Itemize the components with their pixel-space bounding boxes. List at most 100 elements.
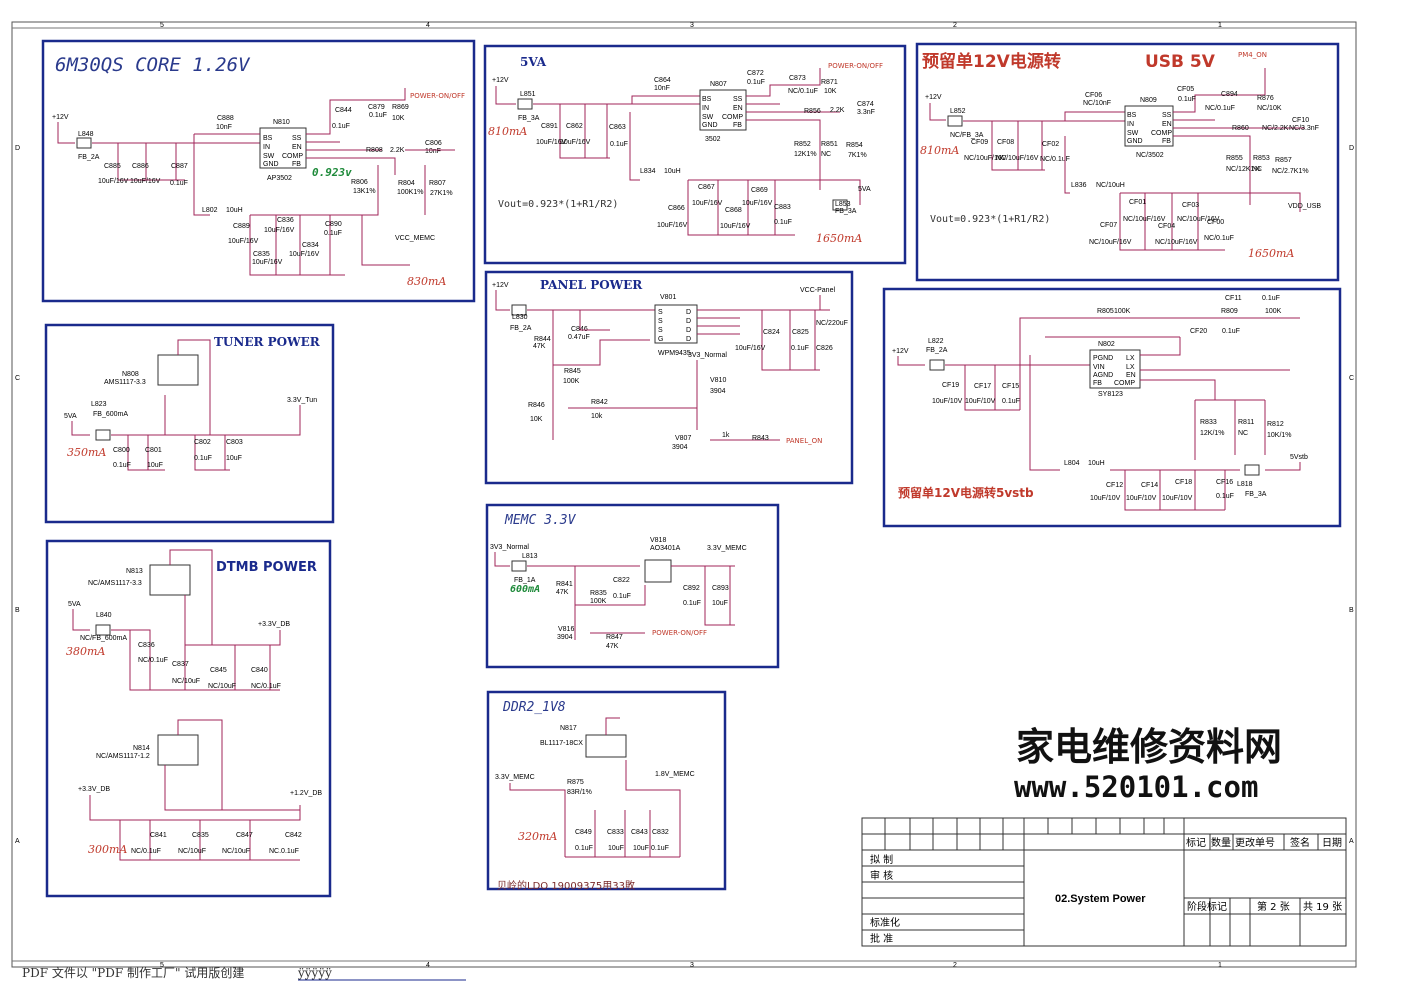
svg-text:C842: C842 bbox=[285, 832, 302, 839]
svg-text:R875: R875 bbox=[567, 779, 584, 786]
svg-text:C840: C840 bbox=[251, 667, 268, 674]
svg-text:C835: C835 bbox=[253, 251, 270, 258]
svg-text:1650mA: 1650mA bbox=[816, 232, 862, 245]
svg-text:R835: R835 bbox=[590, 590, 607, 597]
svg-text:10uF/16V: 10uF/16V bbox=[130, 178, 161, 185]
svg-text:10uH: 10uH bbox=[226, 207, 243, 214]
svg-text:S: S bbox=[658, 327, 663, 334]
svg-text:BS: BS bbox=[702, 96, 712, 103]
svg-text:13K1%: 13K1% bbox=[353, 188, 376, 195]
svg-text:NC/12K1%: NC/12K1% bbox=[1226, 166, 1261, 173]
svg-text:D: D bbox=[15, 145, 20, 152]
svg-text:D: D bbox=[686, 327, 691, 334]
svg-text:10uF/10V: 10uF/10V bbox=[965, 398, 996, 405]
svg-text:10uF: 10uF bbox=[633, 845, 649, 852]
svg-text:V810: V810 bbox=[710, 377, 726, 384]
core-1v26-section: 6M30QS CORE 1.26V +12V L848 FB_2A C885 1… bbox=[41, 39, 476, 303]
svg-text:SS: SS bbox=[1162, 112, 1172, 119]
svg-text:G: G bbox=[658, 336, 663, 343]
usb-title-en: USB 5V bbox=[1145, 52, 1216, 72]
svg-text:R812: R812 bbox=[1267, 421, 1284, 428]
svg-text:CF16: CF16 bbox=[1216, 479, 1233, 486]
footer-link[interactable]: ÿÿÿÿÿ bbox=[297, 966, 332, 980]
svg-text:R871: R871 bbox=[821, 79, 838, 86]
svg-text:3.3V_Tun: 3.3V_Tun bbox=[287, 397, 317, 404]
svg-text:PM4_ON: PM4_ON bbox=[1238, 51, 1267, 59]
svg-text:A: A bbox=[15, 838, 20, 845]
svg-text:380mA: 380mA bbox=[66, 645, 105, 658]
svg-text:POWER-ON/OFF: POWER-ON/OFF bbox=[410, 92, 465, 100]
svg-text:NC: NC bbox=[1252, 166, 1262, 173]
svg-text:SS: SS bbox=[733, 96, 743, 103]
svg-text:L851: L851 bbox=[520, 91, 536, 98]
svg-text:1k: 1k bbox=[722, 432, 730, 439]
svg-text:10uF/16V: 10uF/16V bbox=[289, 251, 320, 258]
svg-text:GND: GND bbox=[702, 122, 718, 129]
svg-text:IN: IN bbox=[1127, 121, 1134, 128]
svg-text:AO3401A: AO3401A bbox=[650, 545, 681, 552]
svg-text:家电维修资料网: 家电维修资料网 bbox=[1016, 724, 1282, 769]
svg-text:10uF/10V: 10uF/10V bbox=[1090, 495, 1121, 502]
dtmb-power-section: DTMB POWER N813 NC/AMS1117-3.3 5VA L840 … bbox=[45, 539, 332, 898]
svg-text:R855: R855 bbox=[1226, 155, 1243, 162]
svg-text:7K1%: 7K1% bbox=[848, 152, 867, 159]
svg-text:COMP: COMP bbox=[1114, 380, 1135, 387]
svg-text:NC: NC bbox=[821, 151, 831, 158]
svg-text:NC/0.1uF: NC/0.1uF bbox=[138, 657, 168, 664]
svg-text:SW: SW bbox=[263, 153, 275, 160]
svg-text:R844: R844 bbox=[534, 336, 551, 343]
svg-text:C836: C836 bbox=[138, 642, 155, 649]
svg-text:SW: SW bbox=[702, 114, 714, 121]
svg-text:CF09: CF09 bbox=[971, 139, 988, 146]
core-ic-ap3502 bbox=[259, 127, 307, 169]
svg-text:CF04: CF04 bbox=[1158, 223, 1175, 230]
tuner-title: TUNER POWER bbox=[214, 335, 321, 349]
svg-text:D: D bbox=[1349, 145, 1354, 152]
svg-text:10uF/16V: 10uF/16V bbox=[742, 200, 773, 207]
svg-text:NC/10nF: NC/10nF bbox=[1083, 100, 1111, 107]
5va-title: 5VA bbox=[520, 55, 547, 69]
svg-text:LX: LX bbox=[1126, 364, 1135, 371]
svg-text:NC/10uF: NC/10uF bbox=[222, 848, 250, 855]
svg-text:R856: R856 bbox=[804, 108, 821, 115]
svg-text:83R/1%: 83R/1% bbox=[567, 789, 592, 796]
svg-text:VCC-Panel: VCC-Panel bbox=[800, 287, 835, 294]
title-block: 标记 数量 更改单号 签名 日期 拟 制 审 核 标准化 批 准 02.Syst… bbox=[861, 817, 1347, 947]
core-title: 6M30QS CORE 1.26V bbox=[55, 54, 251, 76]
svg-text:0.1uF: 0.1uF bbox=[324, 230, 342, 237]
svg-text:N817: N817 bbox=[560, 725, 577, 732]
svg-text:0.1uF: 0.1uF bbox=[747, 79, 765, 86]
svg-text:10uF: 10uF bbox=[712, 600, 728, 607]
svg-text:BL1117-18CX: BL1117-18CX bbox=[540, 740, 583, 747]
svg-text:审 核: 审 核 bbox=[870, 869, 893, 882]
svg-text:5VA: 5VA bbox=[64, 413, 77, 420]
svg-text:10uF/16V: 10uF/16V bbox=[252, 259, 283, 266]
svg-text:NC/2.7K1%: NC/2.7K1% bbox=[1272, 168, 1309, 175]
panel-title: PANEL POWER bbox=[540, 278, 643, 292]
svg-text:10K: 10K bbox=[824, 88, 837, 95]
svg-text:10nF: 10nF bbox=[425, 148, 441, 155]
svg-text:C825: C825 bbox=[792, 329, 809, 336]
footer: PDF 文件以 "PDF 制作工厂" 试用版创建 ÿÿÿÿÿ bbox=[22, 965, 466, 981]
svg-text:10K: 10K bbox=[530, 416, 543, 423]
svg-text:NC/FB_600mA: NC/FB_600mA bbox=[80, 635, 127, 642]
svg-text:CF07: CF07 bbox=[1100, 222, 1117, 229]
svg-text:5Vstb: 5Vstb bbox=[1290, 454, 1308, 461]
svg-text:10uF/16V: 10uF/16V bbox=[536, 139, 567, 146]
svg-text:www.520101.com: www.520101.com bbox=[1014, 770, 1258, 804]
svg-text:R805: R805 bbox=[1097, 308, 1114, 315]
ddr2-title: DDR2_1V8 bbox=[502, 700, 566, 715]
svg-text:C887: C887 bbox=[171, 163, 188, 170]
svg-text:C803: C803 bbox=[226, 439, 243, 446]
svg-text:10uF: 10uF bbox=[147, 462, 163, 469]
svg-text:C862: C862 bbox=[566, 123, 583, 130]
svg-text:5VA: 5VA bbox=[68, 601, 81, 608]
svg-text:拟 制: 拟 制 bbox=[870, 853, 893, 866]
svg-text:CF06: CF06 bbox=[1085, 92, 1102, 99]
svg-text:C846: C846 bbox=[571, 326, 588, 333]
svg-text:C: C bbox=[1349, 375, 1354, 382]
svg-text:+3.3V_DB: +3.3V_DB bbox=[78, 786, 110, 793]
svg-text:L818: L818 bbox=[1237, 481, 1253, 488]
memc-title: MEMC 3.3V bbox=[504, 513, 577, 528]
svg-text:0.47uF: 0.47uF bbox=[568, 334, 590, 341]
